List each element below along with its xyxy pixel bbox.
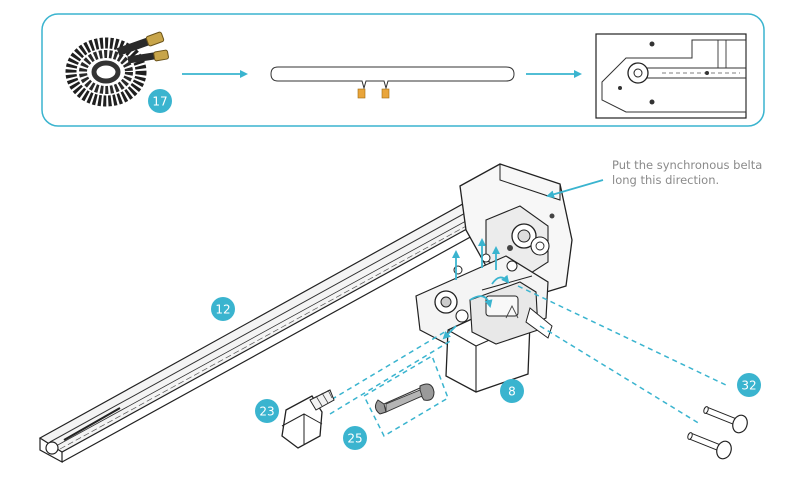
badge-12: 12: [211, 297, 235, 321]
note-line-2: long this direction.: [612, 173, 720, 187]
belt-direction-note: Put the synchronous belta long this dire…: [612, 158, 802, 188]
svg-text:32: 32: [741, 379, 756, 393]
badge-32: 32: [737, 373, 761, 397]
coiled-belt-illustration: [65, 31, 169, 107]
top-step-panel: 17: [41, 13, 765, 127]
wrench-illustration: [374, 383, 435, 415]
svg-text:8: 8: [508, 385, 516, 399]
badge-25: 25: [343, 426, 367, 450]
svg-text:17: 17: [152, 95, 167, 109]
hotend-assembly: [445, 275, 553, 393]
screw-illustration-upper: [703, 406, 748, 434]
badge-17: 17: [148, 89, 172, 113]
guide-arrows: [442, 179, 604, 340]
svg-text:12: 12: [215, 303, 230, 317]
svg-text:25: 25: [347, 432, 362, 446]
dashed-leader-lines: [323, 285, 729, 438]
badge-8: 8: [500, 379, 524, 403]
svg-text:23: 23: [259, 405, 274, 419]
screw-illustration-lower: [687, 432, 732, 460]
nozzle-illustration: [281, 389, 335, 449]
detail-inset-illustration: [595, 33, 747, 119]
note-line-1: Put the synchronous belta: [612, 158, 763, 172]
belt-layout-illustration: [270, 66, 515, 99]
badge-23: 23: [255, 399, 279, 423]
